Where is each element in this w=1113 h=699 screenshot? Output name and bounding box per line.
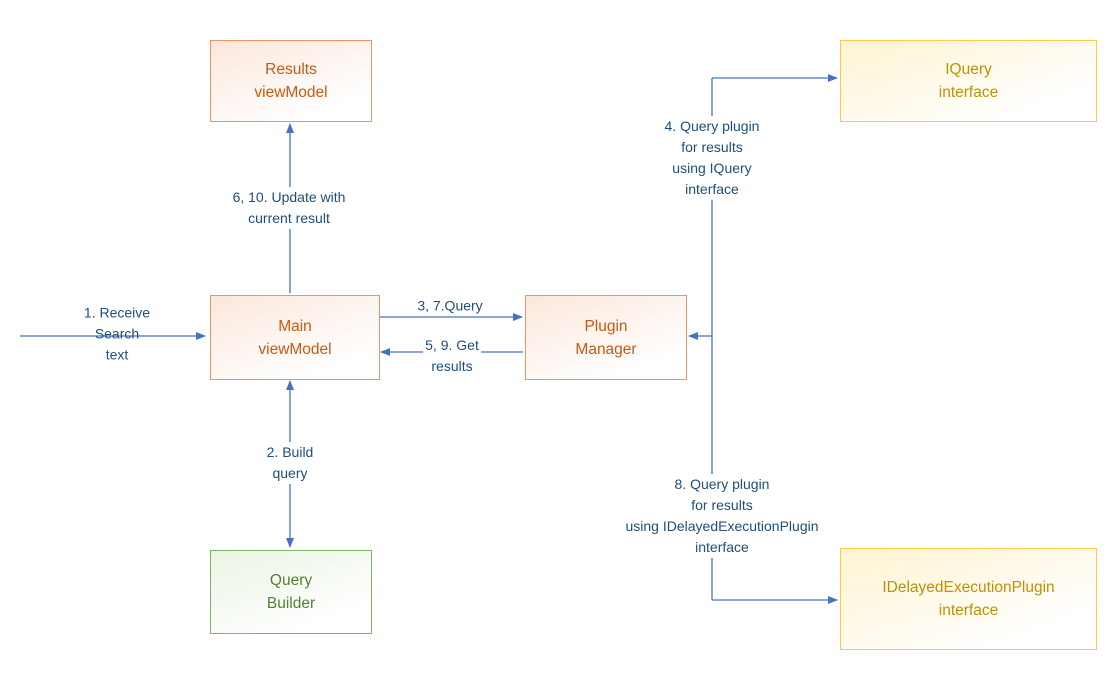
node-query-builder: Query Builder (210, 550, 372, 634)
node-iquery-interface: IQuery interface (840, 40, 1097, 122)
label-update-current-result: 6, 10. Update with current result (230, 187, 348, 229)
label-get-results: 5, 9. Get results (423, 335, 481, 377)
node-idelayedexecutionplugin-interface: IDelayedExecutionPlugin interface (840, 548, 1097, 650)
node-plugin-manager: Plugin Manager (525, 295, 687, 380)
label-build-query: 2. Build query (264, 442, 316, 484)
node-results-viewmodel: Results viewModel (210, 40, 372, 122)
label-query-idelayed: 8. Query plugin for results using IDelay… (623, 474, 821, 558)
node-main-viewmodel: Main viewModel (210, 295, 380, 380)
label-query-iquery: 4. Query plugin for results using IQuery… (662, 116, 762, 200)
label-query: 3, 7.Query (417, 297, 483, 314)
label-receive-search: 1. Receive Search text (83, 304, 151, 363)
